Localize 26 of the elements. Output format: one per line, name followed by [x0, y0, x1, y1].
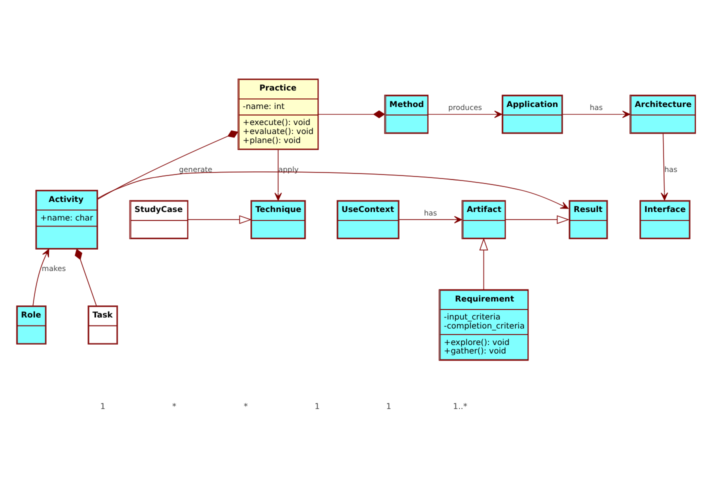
connector [74, 248, 97, 306]
arrow [505, 215, 570, 224]
arrow [428, 110, 502, 118]
edge-label: has [424, 208, 437, 218]
edge-label: makes [42, 264, 66, 274]
label: * [244, 400, 248, 411]
arrow [660, 133, 668, 201]
arrow [274, 150, 282, 201]
label: 1 [386, 400, 392, 411]
edge-label: apply [278, 164, 299, 174]
connector [98, 130, 238, 200]
label: * [172, 400, 176, 411]
arrow [97, 172, 569, 209]
arrow [479, 238, 488, 290]
edge-label: has [590, 102, 603, 112]
arrow [562, 110, 630, 118]
edge-label: has [664, 164, 678, 174]
arrow [398, 216, 462, 224]
edge-label: generate [178, 164, 212, 174]
arrow [32, 248, 50, 306]
label: 1..* [452, 400, 468, 411]
edge-label: produces [448, 102, 482, 112]
label: 1 [314, 400, 320, 411]
label: 1 [100, 400, 106, 411]
arrow [188, 215, 252, 224]
connector [318, 110, 386, 118]
